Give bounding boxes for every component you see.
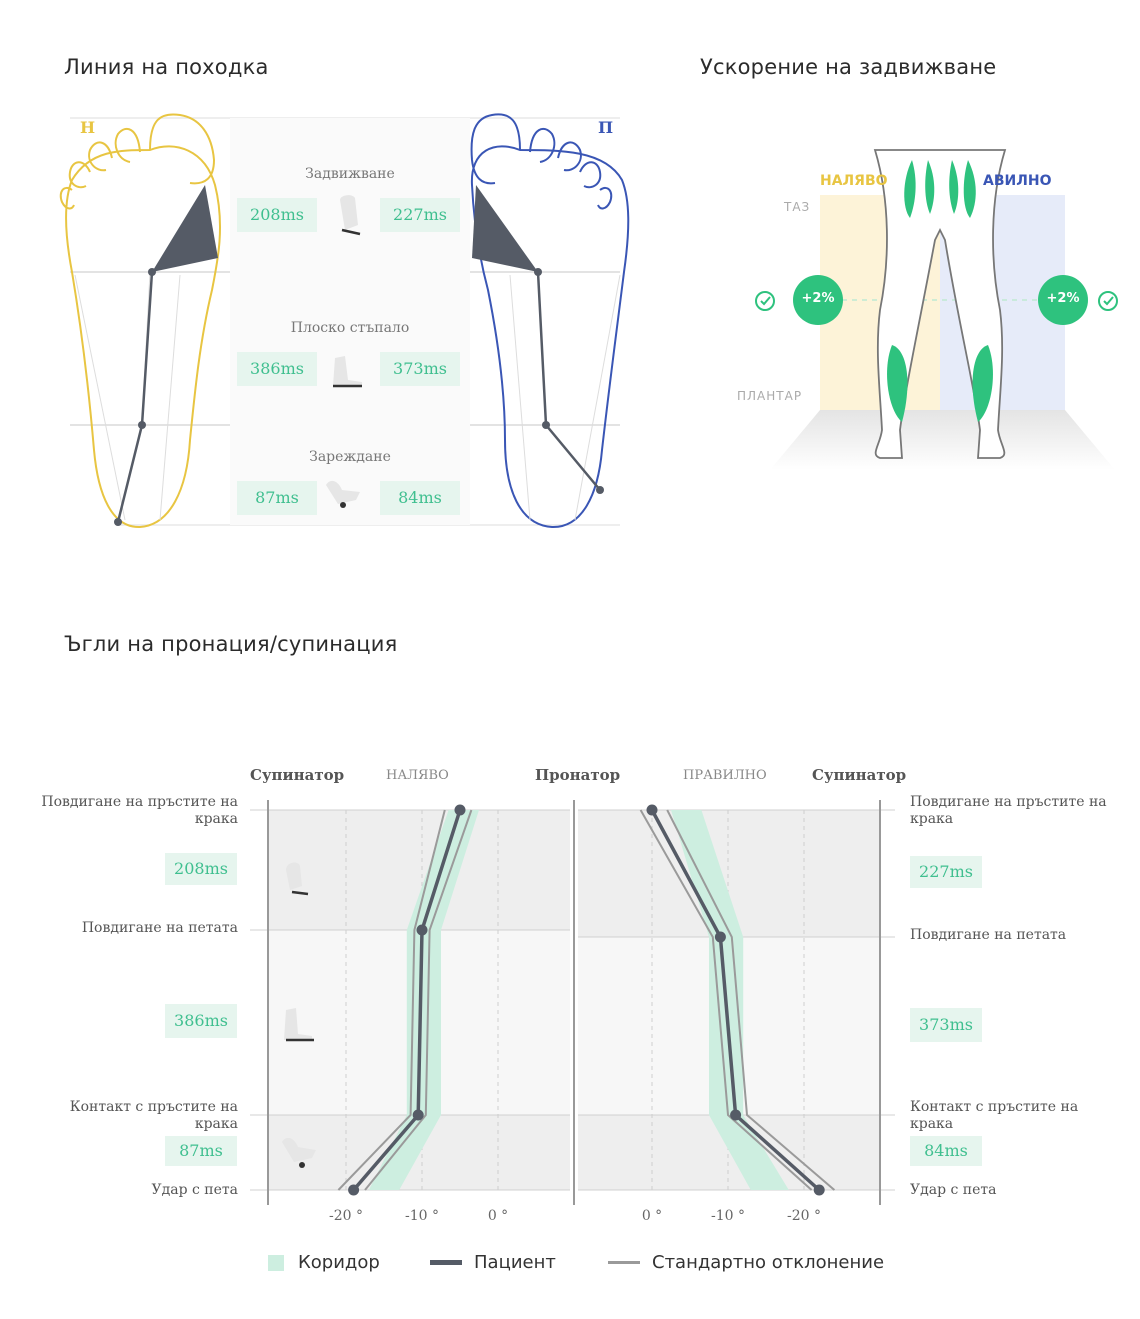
angles-title: Ъгли на пронация/супинация bbox=[64, 632, 398, 656]
patient-point bbox=[714, 931, 726, 943]
x-tick-right-1: 0 ° bbox=[642, 1208, 662, 1224]
x-tick-left-2: -10 ° bbox=[405, 1208, 439, 1224]
loading-left-time: 87ms bbox=[237, 481, 317, 515]
right-phase-heel-off: Повдигане на петата bbox=[910, 927, 1067, 943]
legend-std-swatch bbox=[608, 1261, 640, 1264]
flat-foot-right-time: 373ms bbox=[380, 352, 460, 386]
header-supinator-left: Супинатор bbox=[250, 766, 345, 784]
legend-std: Стандартно отклонение bbox=[608, 1252, 884, 1273]
accel-left-label: НАЛЯВО bbox=[820, 173, 888, 189]
left-accel-value: +2% bbox=[801, 291, 835, 306]
pronation-supination-chart: -20 ° -10 ° 0 ° 0 ° -10 ° -20 ° bbox=[250, 800, 895, 1224]
flat-foot-icon bbox=[333, 356, 362, 388]
legend-patient-swatch bbox=[430, 1260, 462, 1265]
right-accel-badge bbox=[1038, 275, 1088, 325]
loading-foot-icon bbox=[282, 1137, 316, 1168]
corridor-right bbox=[671, 810, 789, 1190]
right-foot-letter: П bbox=[598, 118, 614, 137]
gait-line-title: Линия на походка bbox=[64, 55, 269, 79]
patient-point bbox=[454, 804, 466, 816]
left-phase-heel-strike: Удар с пета bbox=[151, 1182, 239, 1198]
legend-corridor-swatch bbox=[268, 1254, 284, 1271]
corridor-left bbox=[368, 810, 479, 1190]
header-right: ПРАВИЛНО bbox=[683, 768, 767, 783]
right-accel-value: +2% bbox=[1046, 291, 1080, 306]
std-lines-right-path bbox=[666, 809, 836, 1191]
chart-right-duration-2: 373ms bbox=[910, 1008, 982, 1042]
x-tick-left-3: 0 ° bbox=[488, 1208, 508, 1224]
patient-point bbox=[646, 804, 658, 816]
chart-left-duration-1: 208ms bbox=[165, 853, 237, 885]
loading-right-time: 84ms bbox=[380, 481, 460, 515]
legend-patient: Пациент bbox=[430, 1252, 556, 1273]
chart-right-duration-3: 84ms bbox=[910, 1136, 982, 1166]
legend-corridor-label: Коридор bbox=[298, 1252, 380, 1273]
phase-flat-foot-label: Плоско стъпало bbox=[290, 320, 410, 336]
acceleration-diagram bbox=[755, 149, 1118, 470]
x-tick-left-1: -20 ° bbox=[329, 1208, 363, 1224]
chart-left-duration-3: 87ms bbox=[165, 1136, 237, 1166]
left-accel-badge bbox=[793, 275, 843, 325]
left-foot bbox=[59, 113, 222, 529]
flat-foot-chart-icon bbox=[284, 1008, 314, 1042]
left-phase-toe-off: Повдигане на пръстите на крака bbox=[41, 794, 238, 827]
patient-point bbox=[813, 1184, 825, 1196]
phase-loading-label: Зареждане bbox=[309, 449, 391, 465]
patient-line-left-path bbox=[352, 809, 462, 1192]
left-check-icon bbox=[755, 291, 775, 311]
right-phase-heel-strike: Удар с пета bbox=[910, 1182, 997, 1198]
header-pronator: Пронатор bbox=[535, 766, 621, 784]
legend-std-label: Стандартно отклонение bbox=[652, 1252, 885, 1273]
patient-point bbox=[416, 924, 428, 936]
right-phase-toe-contact: Контакт с пръстите на крака bbox=[910, 1099, 1079, 1132]
push-off-foot-icon bbox=[286, 862, 309, 896]
left-phase-heel-off: Повдигане на петата bbox=[81, 920, 238, 936]
std-lines-right bbox=[639, 809, 836, 1191]
header-supinator-right: Супинатор bbox=[812, 766, 907, 784]
patient-line-left bbox=[348, 804, 466, 1196]
push-off-left-time: 208ms bbox=[237, 198, 317, 232]
phase-push-off-label: Задвижване bbox=[305, 166, 395, 182]
legend-corridor: Коридор bbox=[268, 1252, 380, 1273]
std-lines-right-path bbox=[639, 809, 813, 1191]
gait-line-diagram bbox=[59, 113, 630, 529]
x-tick-right-3: -20 ° bbox=[787, 1208, 821, 1224]
std-lines-left-path bbox=[337, 809, 446, 1191]
push-off-right-time: 227ms bbox=[380, 198, 460, 232]
acceleration-title: Ускорение на задвижване bbox=[700, 55, 997, 79]
flat-foot-left-time: 386ms bbox=[237, 352, 317, 386]
loading-icon bbox=[326, 480, 360, 508]
patient-line-right bbox=[646, 804, 825, 1196]
corridor-band bbox=[368, 810, 479, 1190]
push-off-icon bbox=[340, 195, 361, 236]
patient-line-right-path bbox=[650, 809, 821, 1192]
left-phase-toe-contact: Контакт с пръстите на крака bbox=[69, 1099, 238, 1132]
right-check-icon bbox=[1098, 291, 1118, 311]
std-lines-left-path bbox=[364, 809, 473, 1191]
corridor-band bbox=[671, 810, 789, 1190]
right-phase-toe-off: Повдигане на пръстите на крака bbox=[910, 794, 1107, 827]
patient-point bbox=[348, 1184, 360, 1196]
chart-right-duration-1: 227ms bbox=[910, 856, 982, 888]
chart-left-duration-2: 386ms bbox=[165, 1004, 237, 1038]
pelvis-label: ТАЗ bbox=[784, 200, 811, 214]
muscle-highlights bbox=[887, 160, 993, 422]
x-tick-right-2: -10 ° bbox=[711, 1208, 745, 1224]
header-left: НАЛЯВО bbox=[386, 768, 449, 783]
patient-point bbox=[412, 1109, 424, 1121]
plantar-label: ПЛАНТАР bbox=[737, 389, 803, 403]
right-foot bbox=[470, 113, 630, 529]
patient-point bbox=[730, 1109, 742, 1121]
std-lines-left bbox=[337, 809, 473, 1191]
legend-patient-label: Пациент bbox=[474, 1252, 556, 1273]
left-foot-letter: Н bbox=[80, 118, 96, 137]
accel-right-label: АВИЛНО bbox=[983, 173, 1052, 189]
